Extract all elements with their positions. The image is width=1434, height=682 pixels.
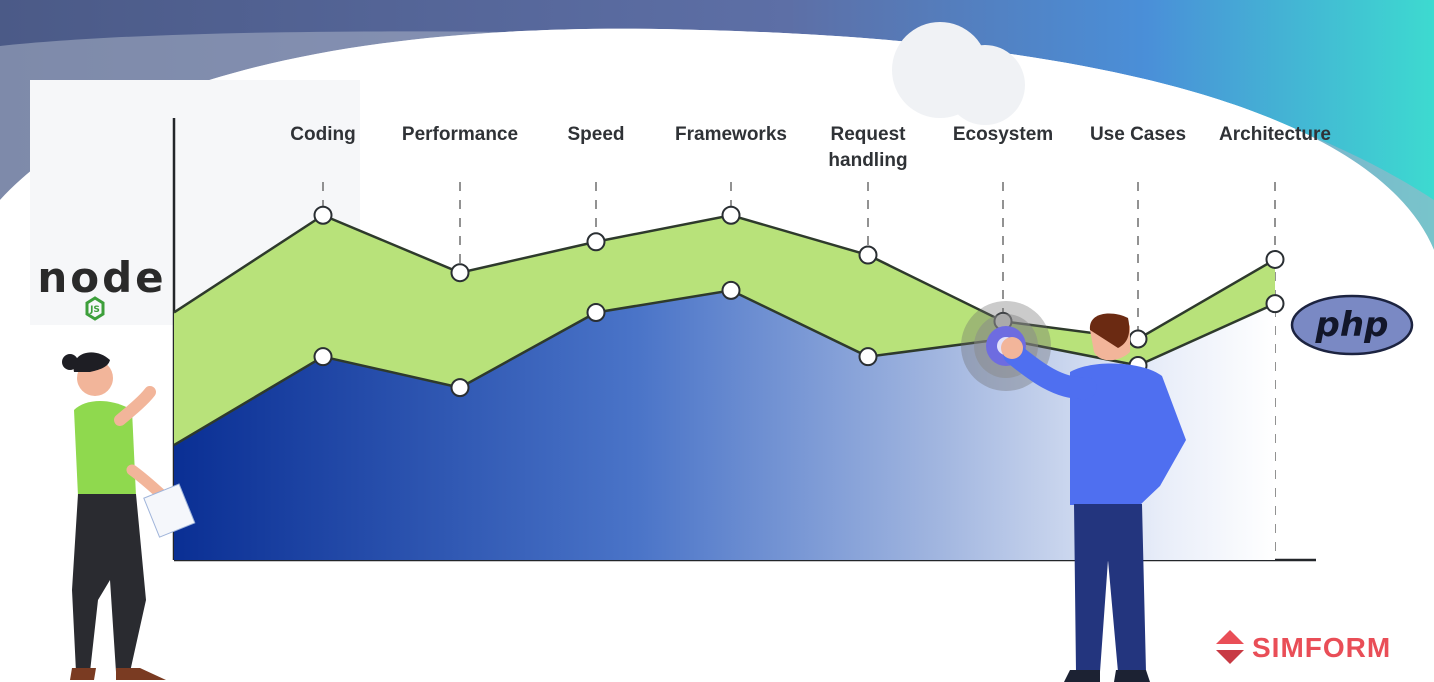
nodejs-logo: node JS [37,253,166,321]
series-2-point-8 [1265,294,1285,314]
category-label-5: Request handling [828,124,908,171]
series-1-point-3 [586,232,606,252]
simform-logo: SIMFORM [1216,630,1391,664]
series-1-point-2 [450,263,470,283]
series-1-point-8 [1265,249,1285,269]
series-1-point-7 [1128,329,1148,349]
series-2-point-5 [858,347,878,367]
man-illustration [1001,313,1186,682]
category-label-8: Architecture [1219,124,1331,145]
series-1-point-4 [721,205,741,225]
simform-wordmark: SIMFORM [1252,632,1391,663]
php-logo: php [1290,294,1414,356]
series-2-point-3 [586,302,606,322]
series-2-point-1 [313,347,333,367]
category-label-2: Performance [401,124,519,145]
nodejs-logo-badge: JS [89,305,100,315]
simform-mark-icon [1216,630,1244,664]
woman-illustration [62,352,196,680]
category-label-4: Frameworks [675,124,787,145]
php-logo-wordmark: php [1315,305,1389,345]
nodejs-logo-wordmark: node [37,253,166,302]
series-1-point-5 [858,245,878,265]
series-1-point-1 [313,205,333,225]
category-label-7: Use Cases [1089,124,1187,145]
series-2-point-4 [721,280,741,300]
category-label-3: Speed [567,124,625,145]
series-2-point-2 [450,378,470,398]
category-label-1: Coding [290,124,356,145]
category-label-6: Ecosystem [952,124,1054,145]
